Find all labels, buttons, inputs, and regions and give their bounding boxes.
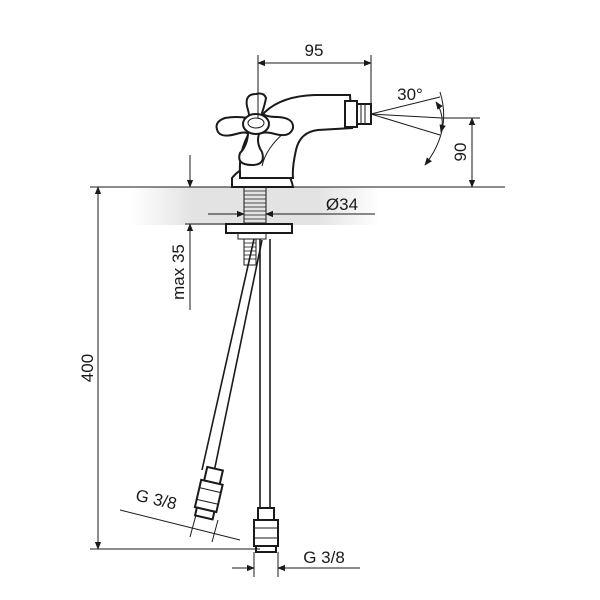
- countertop: [95, 186, 505, 225]
- dimension-label-400: 400: [78, 354, 97, 382]
- dimension-label-thread-bottom: G 3/8: [303, 548, 345, 567]
- dimension-label-angle: 30°: [397, 85, 423, 104]
- dimension-spout-height: 90: [442, 117, 480, 188]
- mounting-rod: [225, 186, 293, 266]
- dimension-hole-diameter: Ø34: [208, 195, 375, 218]
- faucet-body: [231, 94, 372, 188]
- dimension-label-95: 95: [305, 41, 324, 60]
- dimension-label-90: 90: [451, 143, 470, 162]
- dimension-label-thread-left: G 3/8: [134, 486, 179, 514]
- cross-handle: [215, 92, 295, 167]
- dimension-label-max35: max 35: [169, 244, 188, 300]
- dimension-hose-length: 400: [78, 186, 260, 550]
- dimension-thread-bottom: G 3/8: [232, 548, 360, 577]
- hose-fitting-bottom: [253, 507, 279, 553]
- dimension-label-diameter: Ø34: [326, 195, 358, 214]
- dimension-thread-left: G 3/8: [119, 486, 241, 543]
- dimension-spout-width: 95: [257, 41, 372, 118]
- hose-fitting-left: [193, 465, 225, 521]
- supply-hoses: [201, 238, 271, 508]
- dimension-max-thickness: max 35: [169, 155, 226, 310]
- dimension-spray-angle: 30°: [370, 85, 446, 166]
